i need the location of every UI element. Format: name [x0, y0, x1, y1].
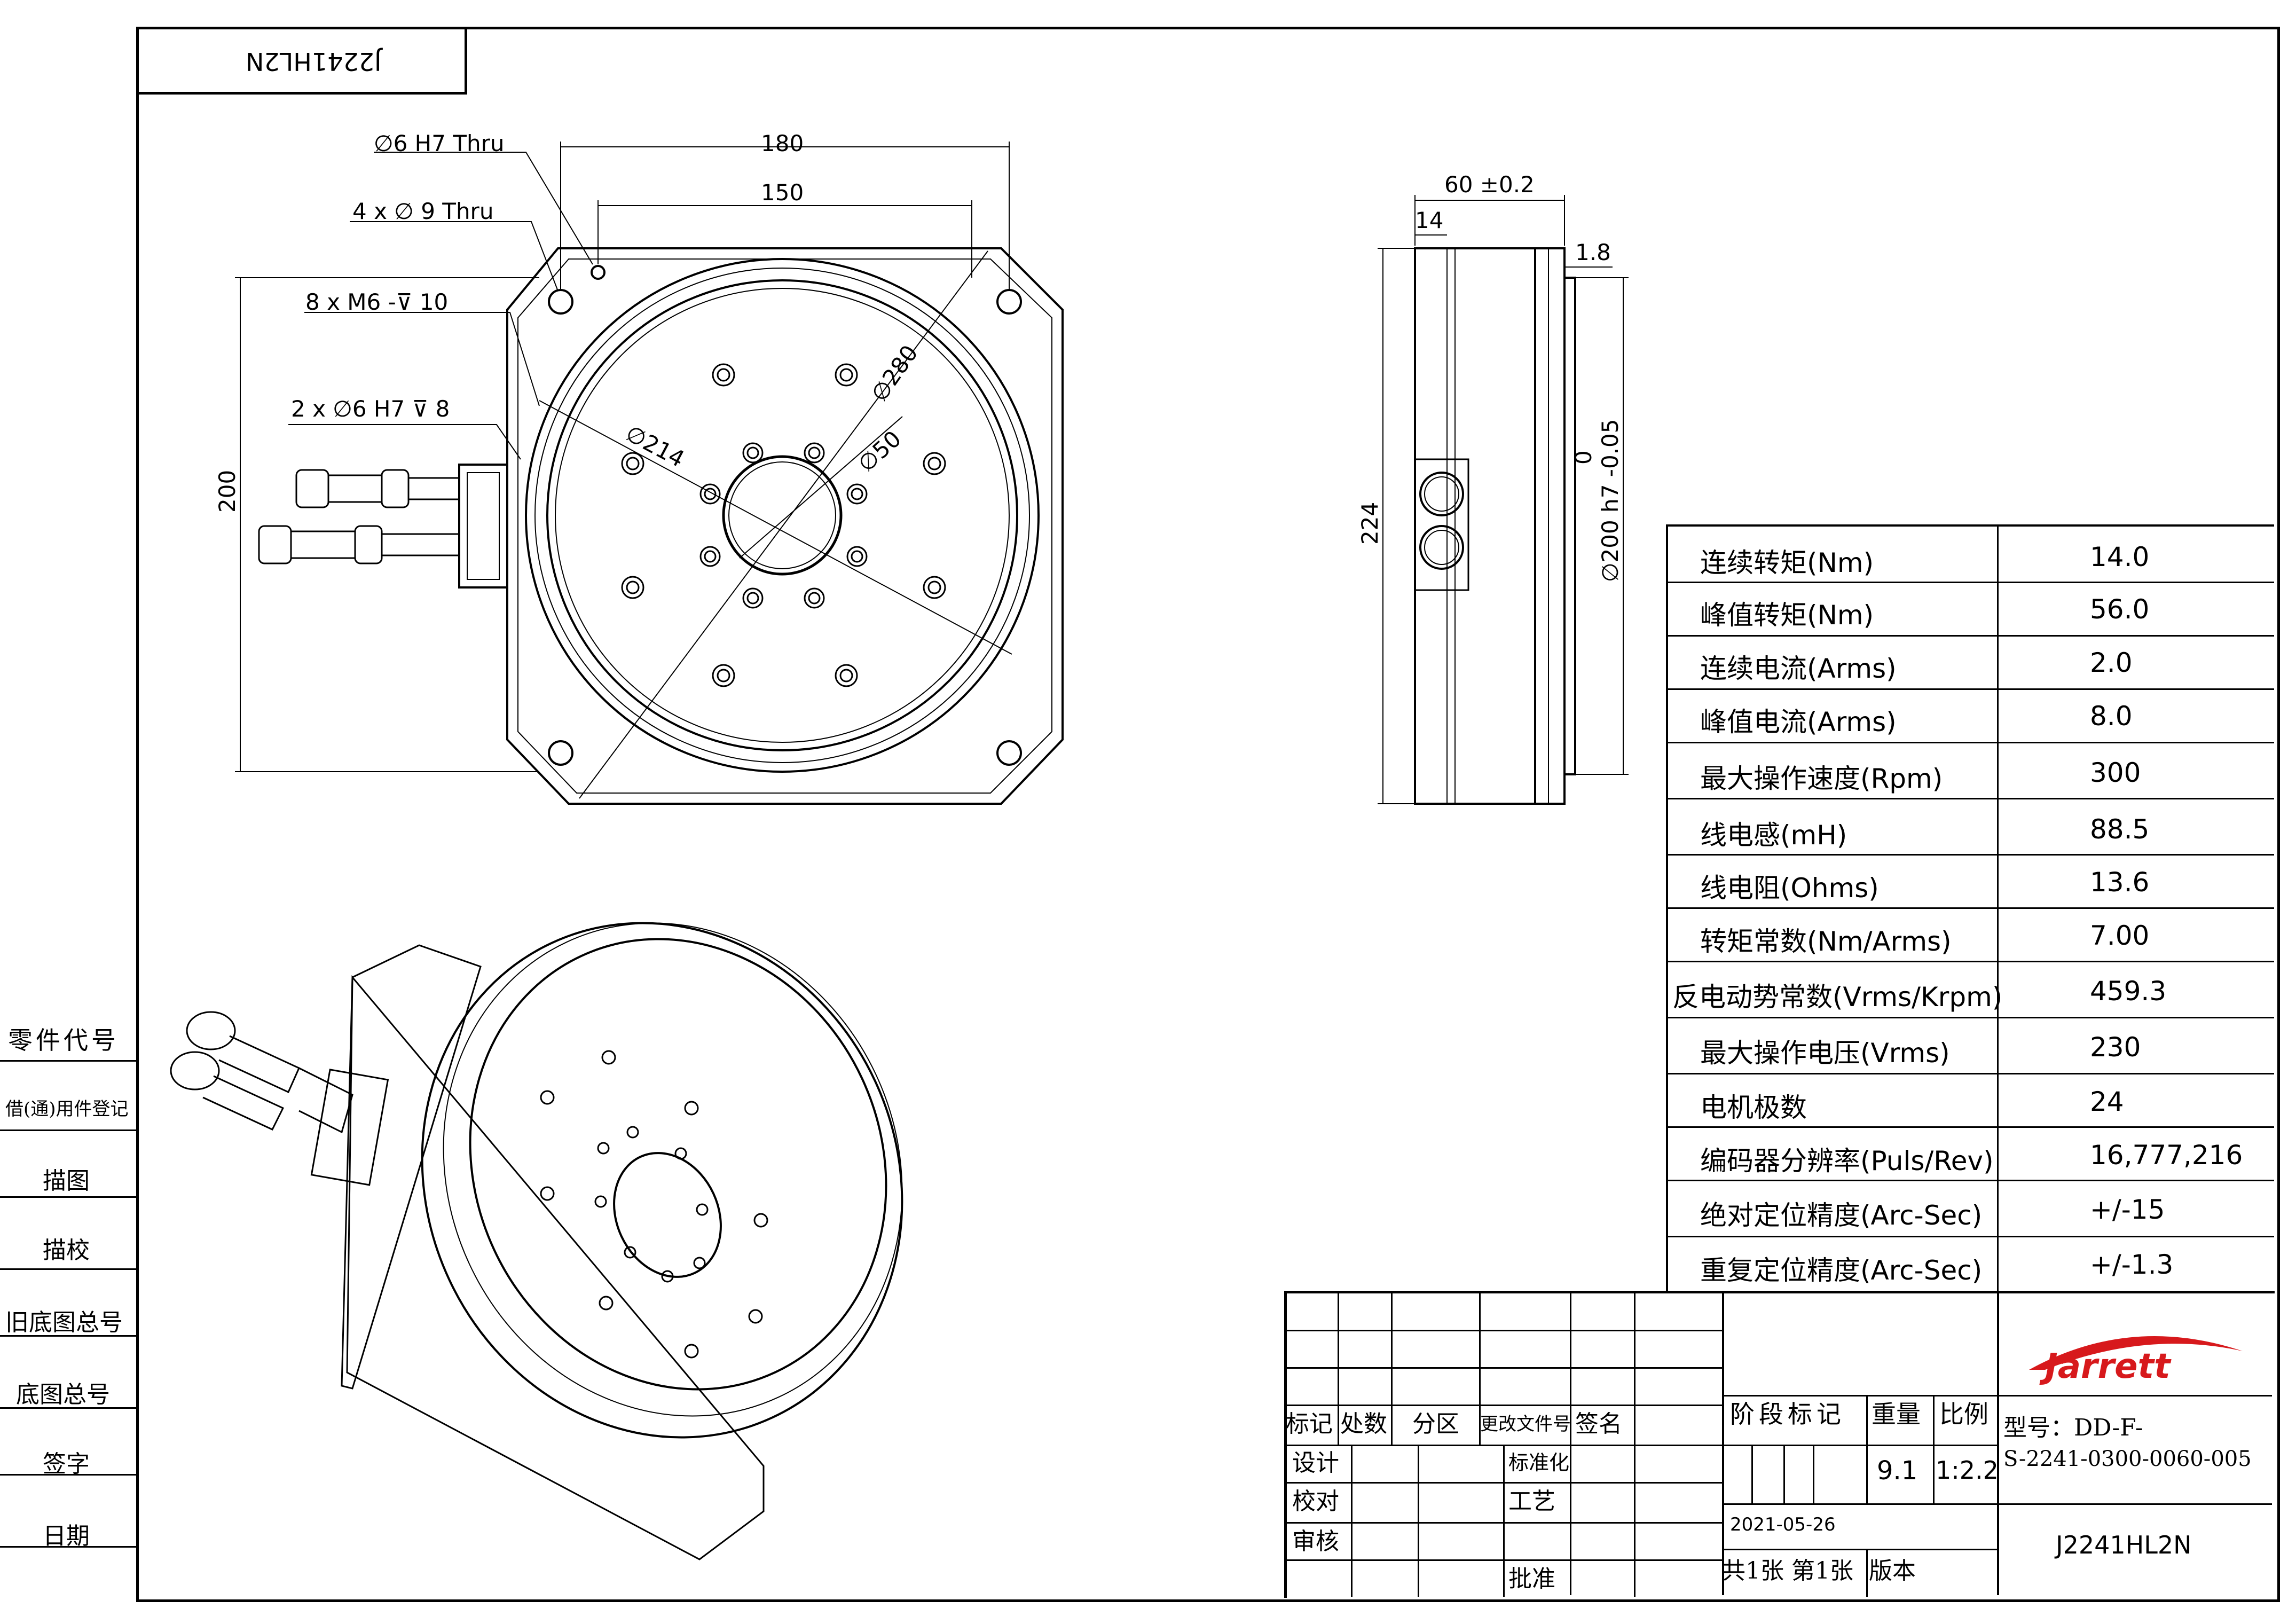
dim-width-180: 180: [761, 130, 804, 156]
tb-sheets: 共1张 第1张: [1722, 1557, 1853, 1584]
dim-2x-pin: 2 x ∅6 H7 ⊽ 8: [291, 396, 450, 422]
title-block: [1284, 1291, 2275, 1598]
spec-label-max-voltage: 最大操作电压(Vrms): [1700, 1038, 1950, 1069]
spec-value-poles: 24: [2090, 1086, 2124, 1117]
tb-approve: 批准: [1508, 1565, 1555, 1592]
spec-label-peak-current: 峰值电流(Arms): [1700, 707, 1897, 738]
spec-value-cont-current: 2.0: [2090, 647, 2133, 678]
tb-version: 版本: [1869, 1557, 1916, 1584]
strip-base-no: 底图总号: [16, 1381, 110, 1408]
dim-8x-m6: 8 x M6 -⊽ 10: [305, 289, 449, 315]
tb-design: 设计: [1292, 1449, 1339, 1477]
spec-table: 连续转矩(Nm) 14.0 峰值转矩(Nm) 56.0 连续电流(Arms) 2…: [1666, 524, 2274, 1293]
strip-drawing: 描图: [43, 1167, 90, 1195]
dim-width-150: 150: [761, 179, 804, 206]
rev-sign-header: 签名: [1575, 1410, 1622, 1438]
side-view: [1378, 195, 1629, 805]
spec-label-repeat-accuracy: 重复定位精度(Arc-Sec): [1700, 1255, 1983, 1286]
cable-connectors: [258, 469, 460, 564]
strip-part-code: 零件代号: [8, 1026, 119, 1055]
spec-label-peak-torque: 峰值转矩(Nm): [1700, 600, 1874, 631]
code-box: [136, 27, 467, 95]
strip-check: 描校: [43, 1237, 90, 1264]
tb-ratio: 1:2.2: [1936, 1456, 1999, 1485]
dim-side-1-8: 1.8: [1575, 239, 1611, 265]
iso-holes: [540, 1050, 768, 1359]
tb-model-label: 型号：DD-F-: [2003, 1414, 2143, 1441]
housing-outline: [506, 247, 1064, 805]
tb-model-value: S-2241-0300-0060-005: [2003, 1447, 2252, 1471]
spec-value-peak-torque: 56.0: [2090, 594, 2150, 625]
dim-side-14: 14: [1415, 207, 1444, 233]
spec-value-inductance: 88.5: [2090, 814, 2150, 845]
bolt-holes: [621, 363, 946, 687]
spec-value-encoder: 16,777,216: [2090, 1140, 2243, 1171]
dim-side-d200: ∅200 h7 -0.05: [1597, 419, 1623, 582]
strip-borrow-register: 借(通)用件登记: [5, 1099, 129, 1120]
spec-label-cont-current: 连续电流(Arms): [1700, 653, 1897, 684]
tb-drawing-no: J2241HL2N: [2056, 1531, 2192, 1559]
jarrett-logo: Jarrett: [2029, 1336, 2243, 1386]
spec-label-poles: 电机极数: [1700, 1092, 1807, 1123]
rev-count-header: 处数: [1340, 1410, 1387, 1438]
rev-doc-header: 更改文件号: [1480, 1414, 1571, 1435]
strip-signature: 签字: [43, 1450, 90, 1478]
tb-stage: 阶段标记: [1730, 1400, 1845, 1429]
tb-weight-label: 重量: [1872, 1400, 1921, 1429]
spec-value-peak-current: 8.0: [2090, 701, 2133, 732]
drawing-frame: [136, 27, 2280, 1602]
rev-zone-header: 分区: [1412, 1410, 1459, 1438]
spec-value-back-emf: 459.3: [2090, 976, 2167, 1007]
dim-hole-h7-thru: ∅6 H7 Thru: [374, 130, 505, 156]
strip-old-base-no: 旧底图总号: [5, 1309, 123, 1336]
dim-side-60: 60 ±0.2: [1444, 171, 1535, 198]
tb-process: 工艺: [1508, 1488, 1555, 1515]
spec-value-cont-torque: 14.0: [2090, 542, 2150, 572]
spec-label-max-speed: 最大操作速度(Rpm): [1700, 763, 1943, 794]
spec-label-encoder: 编码器分辨率(Puls/Rev): [1700, 1146, 1994, 1176]
spec-label-torque-const: 转矩常数(Nm/Arms): [1700, 926, 1952, 957]
spec-label-resistance: 线电阻(Ohms): [1700, 873, 1879, 904]
dim-side-tol-zero: 0: [1570, 450, 1597, 465]
spec-value-abs-accuracy: +/-15: [2090, 1194, 2165, 1225]
tb-check: 校对: [1292, 1488, 1339, 1515]
tb-date: 2021-05-26: [1730, 1514, 1836, 1535]
spec-label-abs-accuracy: 绝对定位精度(Arc-Sec): [1700, 1200, 1983, 1231]
brand-name: Jarrett: [2039, 1347, 2172, 1386]
front-view: [235, 142, 1064, 805]
dim-4x-thru: 4 x ∅ 9 Thru: [352, 198, 494, 224]
spec-value-max-speed: 300: [2090, 757, 2141, 788]
tb-audit: 审核: [1292, 1528, 1339, 1555]
tb-standard: 标准化: [1508, 1451, 1570, 1474]
dim-side-224: 224: [1357, 501, 1383, 545]
strip-date: 日期: [43, 1523, 90, 1550]
tb-weight: 9.1: [1877, 1456, 1918, 1486]
spec-value-repeat-accuracy: +/-1.3: [2090, 1249, 2174, 1280]
isometric-view: [170, 922, 903, 1560]
rev-mark-header: 标记: [1286, 1410, 1333, 1438]
tb-ratio-label: 比例: [1939, 1400, 1988, 1429]
spec-value-max-voltage: 230: [2090, 1032, 2141, 1063]
spec-value-resistance: 13.6: [2090, 867, 2150, 898]
spec-label-cont-torque: 连续转矩(Nm): [1700, 547, 1874, 578]
spec-label-inductance: 线电感(mH): [1700, 820, 1847, 851]
spec-value-torque-const: 7.00: [2090, 920, 2150, 951]
spec-label-back-emf: 反电动势常数(Vrms/Krpm): [1672, 982, 2003, 1013]
